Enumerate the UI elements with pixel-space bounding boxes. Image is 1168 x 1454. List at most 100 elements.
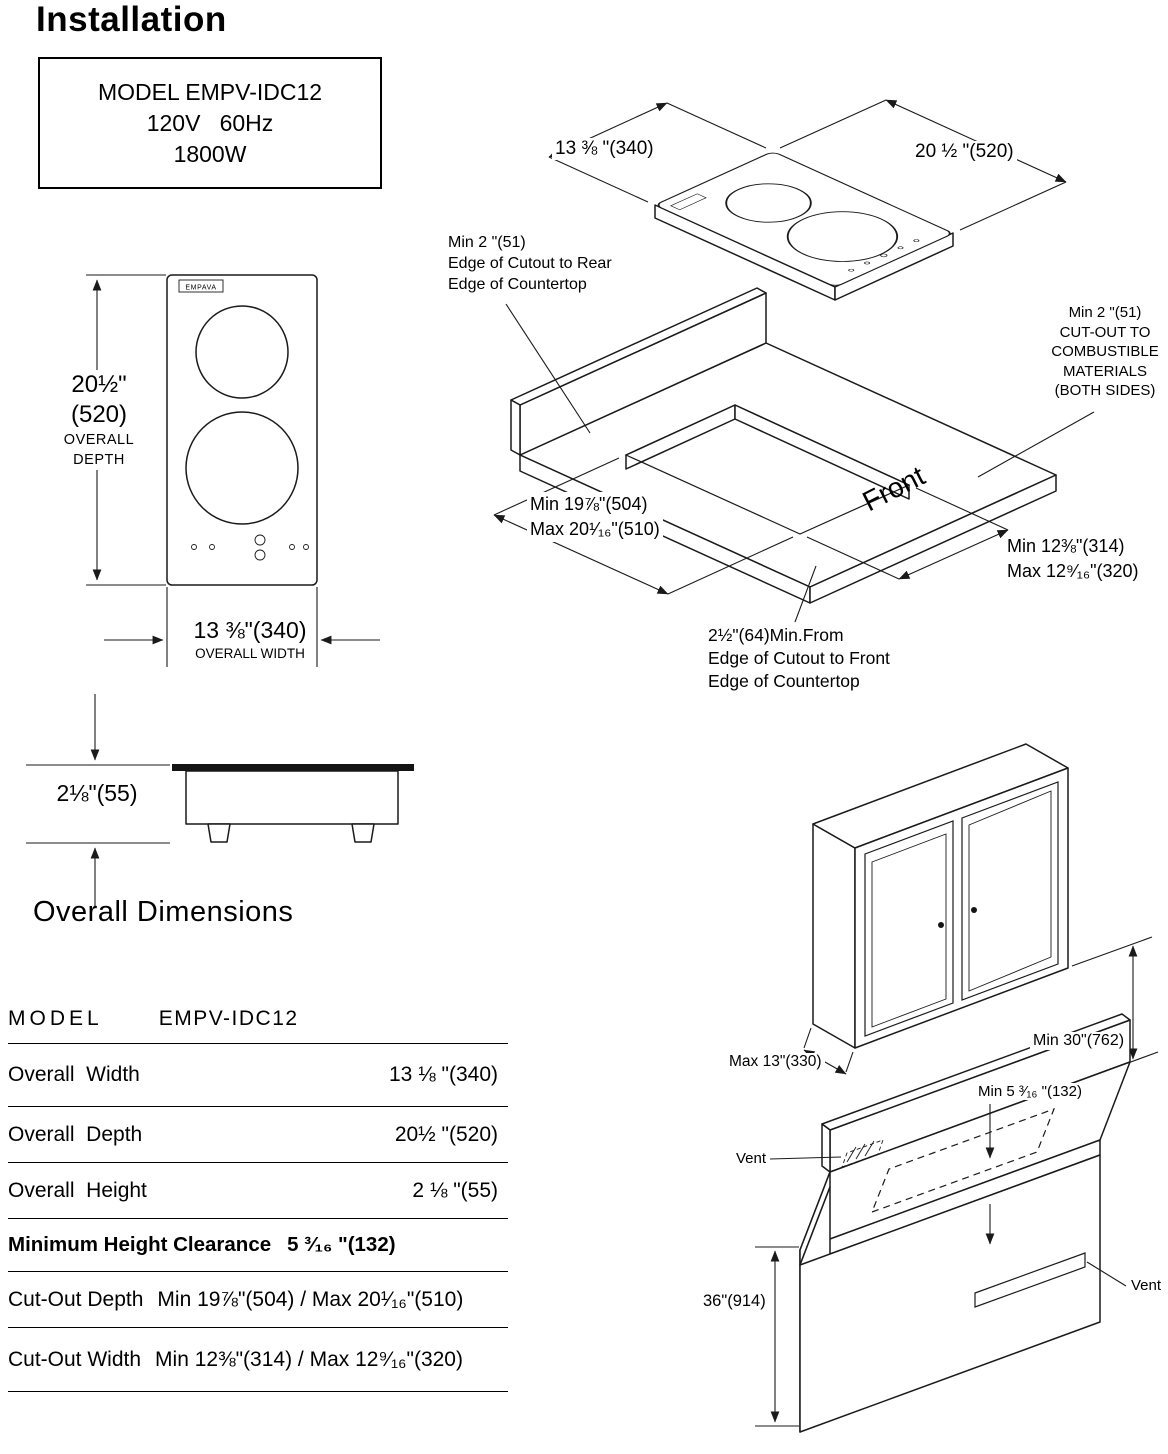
rear-edge-note: Min 2 "(51) Edge of Cutout to Rear Edge … — [448, 232, 612, 295]
base-cabinet-front-face — [799, 1154, 1101, 1433]
table-row-height: Overall Height 2 ⅛ "(55) — [8, 1163, 508, 1219]
cabinet-door-left — [864, 820, 954, 1037]
width-caption: OVERALL WIDTH — [195, 646, 305, 661]
side-note-leader — [977, 411, 1095, 478]
depth-word2: DEPTH — [73, 452, 125, 468]
side-note-line5: (BOTH SIDES) — [1054, 382, 1156, 399]
front-note-line2: Edge of Cutout to Front — [708, 648, 890, 668]
cutout-width-label: Min 12⅜"(314) Max 12⁹⁄₁₆"(320) — [1004, 534, 1142, 584]
row-label: Cut-Out Depth — [8, 1287, 144, 1311]
vent-front-label: Vent — [1128, 1277, 1165, 1295]
front-note-leader — [794, 565, 817, 623]
model-voltage: 120V 60Hz — [146, 109, 274, 136]
table-row-width: Overall Width 13 ⅛ "(340) — [8, 1044, 508, 1107]
cutout-depth-ext-2 — [667, 536, 794, 595]
overall-height-label: 2⅛"(55) — [40, 780, 154, 807]
row-label: Cut-Out Width — [8, 1347, 142, 1371]
door-knob-left — [938, 922, 944, 928]
vent-front-leader — [1086, 1261, 1127, 1287]
door-knob-right — [971, 907, 977, 913]
side-note-line2: CUT-OUT TO — [1059, 323, 1151, 341]
front-note-line3: Edge of Countertop — [708, 671, 860, 691]
row-label: Overall Width — [8, 1063, 140, 1086]
cabinet-height-label: 36"(914) — [700, 1292, 769, 1311]
brand-tag-iso — [670, 193, 707, 211]
wall-cabinet-left-face — [812, 823, 856, 1049]
side-note-line3: COMBUSTIBLE — [1051, 343, 1159, 360]
row-value: 2 ⅛ "(55) — [412, 1178, 498, 1202]
model-wattage: 1800W — [173, 140, 247, 167]
row-value: 13 ⅛ "(340) — [388, 1063, 498, 1086]
vent-top-leader — [769, 1156, 842, 1160]
max13-ext-1 — [845, 1051, 854, 1073]
cutout-depth-min: Min 19⅞"(504) — [530, 494, 648, 514]
glass-top-side — [172, 764, 414, 771]
rear-note-line1: Min 2 "(51) — [448, 234, 526, 251]
clearance-height-label: Min 30"(762) — [1030, 1032, 1128, 1051]
side-note-line4: MATERIALS — [1063, 362, 1147, 380]
cutout-depth-dimension — [493, 514, 669, 595]
overall-width-label: 13 ⅜"(340) OVERALL WIDTH — [170, 616, 330, 663]
cutout-depth-ext-1 — [493, 457, 620, 516]
spec-model-label: MODEL — [8, 1007, 103, 1030]
model-info-box: MODEL EMPV-IDC12 120V 60Hz 1800W — [38, 57, 382, 189]
base-backsplash-end — [821, 1123, 831, 1173]
overall-depth-label: 20½" (520) OVERALL DEPTH — [40, 370, 158, 470]
backsplash-end — [510, 399, 521, 456]
depth-ext-2 — [959, 181, 1067, 231]
cutout-width-dimension — [898, 529, 1009, 580]
width-ext-2 — [666, 102, 767, 149]
overall-dimensions-heading: Overall Dimensions — [33, 896, 294, 928]
row-label: Minimum Height Clearance — [8, 1233, 272, 1256]
top-vent-strip — [841, 1139, 884, 1168]
table-row-depth: Overall Depth 20½ "(520) — [8, 1107, 508, 1163]
control-panel-icons — [191, 534, 309, 561]
row-label: Overall Height — [8, 1178, 147, 1202]
depth-mm: (520) — [70, 401, 128, 428]
row-value: Min 19⅞"(504) / Max 20¹⁄₁₆"(510) — [157, 1287, 464, 1311]
rear-note-leader — [505, 303, 591, 434]
rear-note-line2: Edge of Cutout to Rear — [448, 255, 612, 272]
burner-rear-circle — [195, 305, 289, 399]
cabinet-view-diagram — [755, 743, 1159, 1433]
width-value: 13 ⅜"(340) — [193, 617, 307, 643]
table-row-cutout-depth: Cut-Out Depth Min 19⅞"(504) / Max 20¹⁄₁₆… — [8, 1272, 508, 1328]
burner-rear-iso — [725, 183, 812, 223]
front-edge-note: 2½"(64)Min.From Edge of Cutout to Front … — [708, 624, 890, 693]
brand-logo-text: EMPAVA — [185, 285, 216, 292]
cutout-depth-label: Min 19⅞"(504) Max 20¹⁄₁₆"(510) — [527, 492, 663, 542]
depth-word1: OVERALL — [63, 432, 135, 448]
front-vent-slot — [974, 1252, 1086, 1308]
burner-front-iso — [786, 211, 899, 262]
row-value: 20½ "(520) — [394, 1122, 498, 1146]
depth-ext-1 — [779, 99, 887, 149]
row-label: Overall Depth — [8, 1122, 143, 1146]
front-view-diagram: EMPAVA — [86, 274, 380, 667]
model-number: MODEL EMPV-IDC12 — [97, 78, 323, 105]
row-value: Min 12⅜"(314) / Max 12⁹⁄₁₆"(320) — [155, 1347, 463, 1371]
spec-table: MODEL EMPV-IDC12 Overall Width 13 ⅛ "(34… — [8, 995, 508, 1392]
control-icons-iso — [848, 239, 920, 272]
spec-model-value: EMPV-IDC12 — [158, 1007, 299, 1030]
exploded-view-diagram: Front — [493, 99, 1095, 623]
cabinet-door-left-panel — [871, 833, 947, 1028]
cutout-width-ext-2 — [915, 487, 1009, 531]
cooktop-iso-top — [657, 152, 951, 286]
side-note-line1: Min 2 "(51) — [1068, 304, 1142, 321]
combustible-note: Min 2 "(51) CUT-OUT TO COMBUSTIBLE MATER… — [1042, 303, 1168, 401]
page-title: Installation — [36, 0, 227, 39]
cooktop-foot-right — [351, 823, 375, 843]
min-height-clearance-label: Min 5 ³⁄₁₆ "(132) — [975, 1083, 1085, 1101]
brand-logo-box — [178, 279, 224, 293]
cabinet-door-right — [961, 781, 1059, 1001]
cabinet-depth-label: Max 13"(330) — [726, 1053, 825, 1071]
iso-width-dim-label: 13 ⅜ "(340) — [552, 138, 657, 160]
countertop-cutout-dashed — [870, 1107, 1056, 1214]
width-ext-1 — [548, 156, 649, 203]
cooktop-foot-left — [207, 823, 231, 843]
spec-table-header: MODEL EMPV-IDC12 — [8, 995, 508, 1044]
vent-top-label: Vent — [733, 1150, 770, 1168]
cutout-depth-max: Max 20¹⁄₁₆"(510) — [530, 519, 660, 539]
